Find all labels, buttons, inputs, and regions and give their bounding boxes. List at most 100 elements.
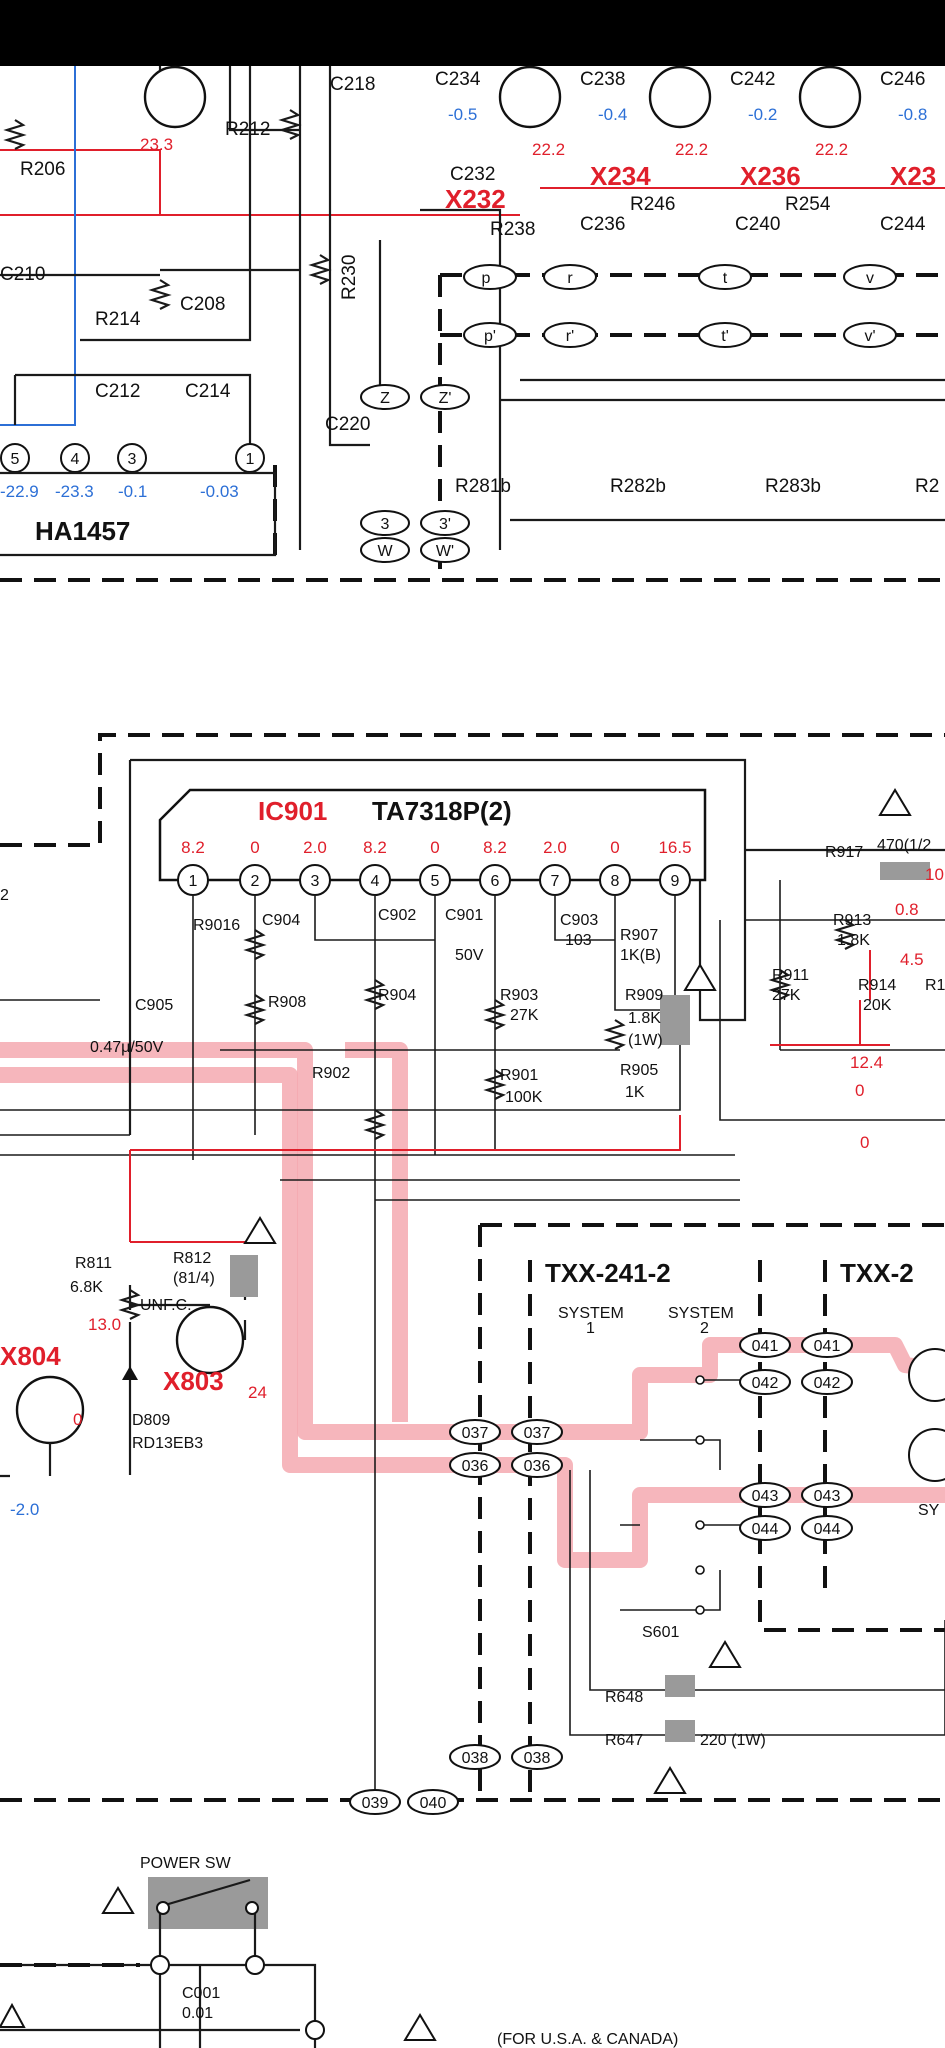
- conn-label: 039: [362, 1795, 389, 1812]
- conn-label: 043: [814, 1488, 841, 1505]
- ic901-pin-num: 5: [431, 873, 440, 890]
- label-r212: R212: [225, 119, 270, 140]
- connector-oval: [463, 264, 517, 290]
- fusible-resistor-r812: [230, 1255, 258, 1297]
- transistor-symbol: [648, 65, 712, 129]
- fusible-resistor-r909: [660, 995, 690, 1045]
- blue-bias-wire: [0, 66, 76, 426]
- transistor-symbol: [498, 65, 562, 129]
- volt-label: 10: [925, 865, 944, 884]
- conn-label: Z': [439, 390, 452, 407]
- warning-icon: [683, 963, 717, 991]
- switch-contact: [695, 1375, 705, 1385]
- label-unfc: UNF.C.: [140, 1297, 192, 1314]
- label-r909: R909: [625, 987, 663, 1004]
- label-r911-val: 27K: [772, 987, 801, 1004]
- connector-037: [449, 1419, 501, 1445]
- conn-label: p': [484, 328, 496, 345]
- middle-section: 1 2 3 4 5 6 7 8 9 8.2 0 2.0 8.2 0 8.2 2.…: [0, 733, 945, 1802]
- ic901-pin-num: 8: [611, 873, 620, 890]
- volt-red: 23.3: [140, 135, 173, 154]
- label-r909-val2: (1W): [628, 1032, 663, 1049]
- volt-label: 13.0: [88, 1315, 121, 1334]
- label-x234: X234: [590, 161, 651, 191]
- label-c901: C901: [445, 907, 483, 924]
- conn-label: 041: [752, 1338, 779, 1355]
- resistor-symbol: [363, 979, 387, 1010]
- conn-label: r': [566, 328, 574, 345]
- conn-label: 041: [814, 1338, 841, 1355]
- ic-volt: -23.3: [55, 482, 94, 501]
- label-c238: C238: [580, 69, 625, 90]
- label-c220: C220: [325, 414, 370, 435]
- label-r282b: R282b: [610, 476, 666, 497]
- label-x804: X804: [0, 1341, 61, 1371]
- label-c905: C905: [135, 997, 173, 1014]
- label-r2: R2: [915, 476, 939, 497]
- conn-label: 038: [462, 1750, 489, 1767]
- conn-label: 037: [524, 1425, 551, 1442]
- ic-pin-label: 3: [128, 451, 137, 468]
- label-r281b: R281b: [455, 476, 511, 497]
- label-x232: X232: [445, 184, 506, 214]
- label-r811-val: 6.8K: [70, 1279, 103, 1296]
- power-wiring: [0, 1878, 317, 2048]
- volt-label: -2.0: [10, 1500, 39, 1519]
- label-system-num: 2: [700, 1320, 709, 1337]
- label-r214: R214: [95, 309, 141, 330]
- resistor-symbol: [833, 919, 857, 950]
- conn-label: p: [482, 270, 491, 287]
- connector-043: [801, 1482, 853, 1508]
- ic-pin-label: 5: [11, 451, 20, 468]
- conn-label: t': [721, 328, 729, 345]
- resistor-symbol: [483, 999, 507, 1030]
- label-r903-val: 27K: [510, 1007, 539, 1024]
- resistor-symbol: [483, 1069, 507, 1100]
- conn-label: W: [377, 543, 393, 560]
- ic901-ref: IC901: [258, 796, 327, 826]
- ic-pin-label: 1: [246, 451, 255, 468]
- label-r901: R901: [500, 1067, 538, 1084]
- junction: [245, 1955, 265, 1975]
- connector-044: [801, 1515, 853, 1541]
- label-c902: C902: [378, 907, 416, 924]
- label-r-cut: R1: [925, 977, 945, 994]
- conn-label: t: [723, 270, 728, 287]
- label-c901-val: 50V: [455, 947, 484, 964]
- speaker-terminal: [908, 1428, 945, 1482]
- resistor-symbol: [278, 109, 302, 140]
- label-x236: X236: [740, 161, 801, 191]
- top-section: R206 R212 R214 C210 C208 C212 C214 C218 …: [0, 65, 945, 582]
- volt-label: 24: [248, 1383, 267, 1402]
- conn-label: 036: [524, 1458, 551, 1475]
- resistor-symbol: [3, 119, 27, 150]
- volt-blue: -0.8: [898, 105, 927, 124]
- connector-039: [349, 1789, 401, 1815]
- ic-ha1457-name: HA1457: [35, 516, 130, 546]
- label-r903: R903: [500, 987, 538, 1004]
- label-r902: R902: [312, 1065, 350, 1082]
- volt-red: 22.2: [675, 140, 708, 159]
- ic901-pin-num: 3: [311, 873, 320, 890]
- resistor-symbol: [308, 254, 332, 285]
- connector-oval: [698, 264, 752, 290]
- switch-contact: [695, 1565, 705, 1575]
- resistor-symbol: [243, 994, 267, 1025]
- label-r907: R907: [620, 927, 658, 944]
- conn-label: v: [866, 270, 874, 287]
- conn-label: Z: [380, 390, 390, 407]
- label-num: 2: [0, 887, 9, 904]
- label-c210: C210: [0, 264, 45, 285]
- label-c208: C208: [180, 294, 225, 315]
- switch-contact: [156, 1901, 170, 1915]
- connector-oval: [360, 510, 410, 536]
- connector-oval: [463, 322, 517, 348]
- label-r254: R254: [785, 194, 831, 215]
- conn-label: 038: [524, 1750, 551, 1767]
- conn-label: 3: [381, 516, 390, 533]
- conn-label: 036: [462, 1458, 489, 1475]
- ic901-pin-num: 2: [251, 873, 260, 890]
- connector-038: [449, 1744, 501, 1770]
- connector-oval: [843, 264, 897, 290]
- label-x803: X803: [163, 1366, 224, 1396]
